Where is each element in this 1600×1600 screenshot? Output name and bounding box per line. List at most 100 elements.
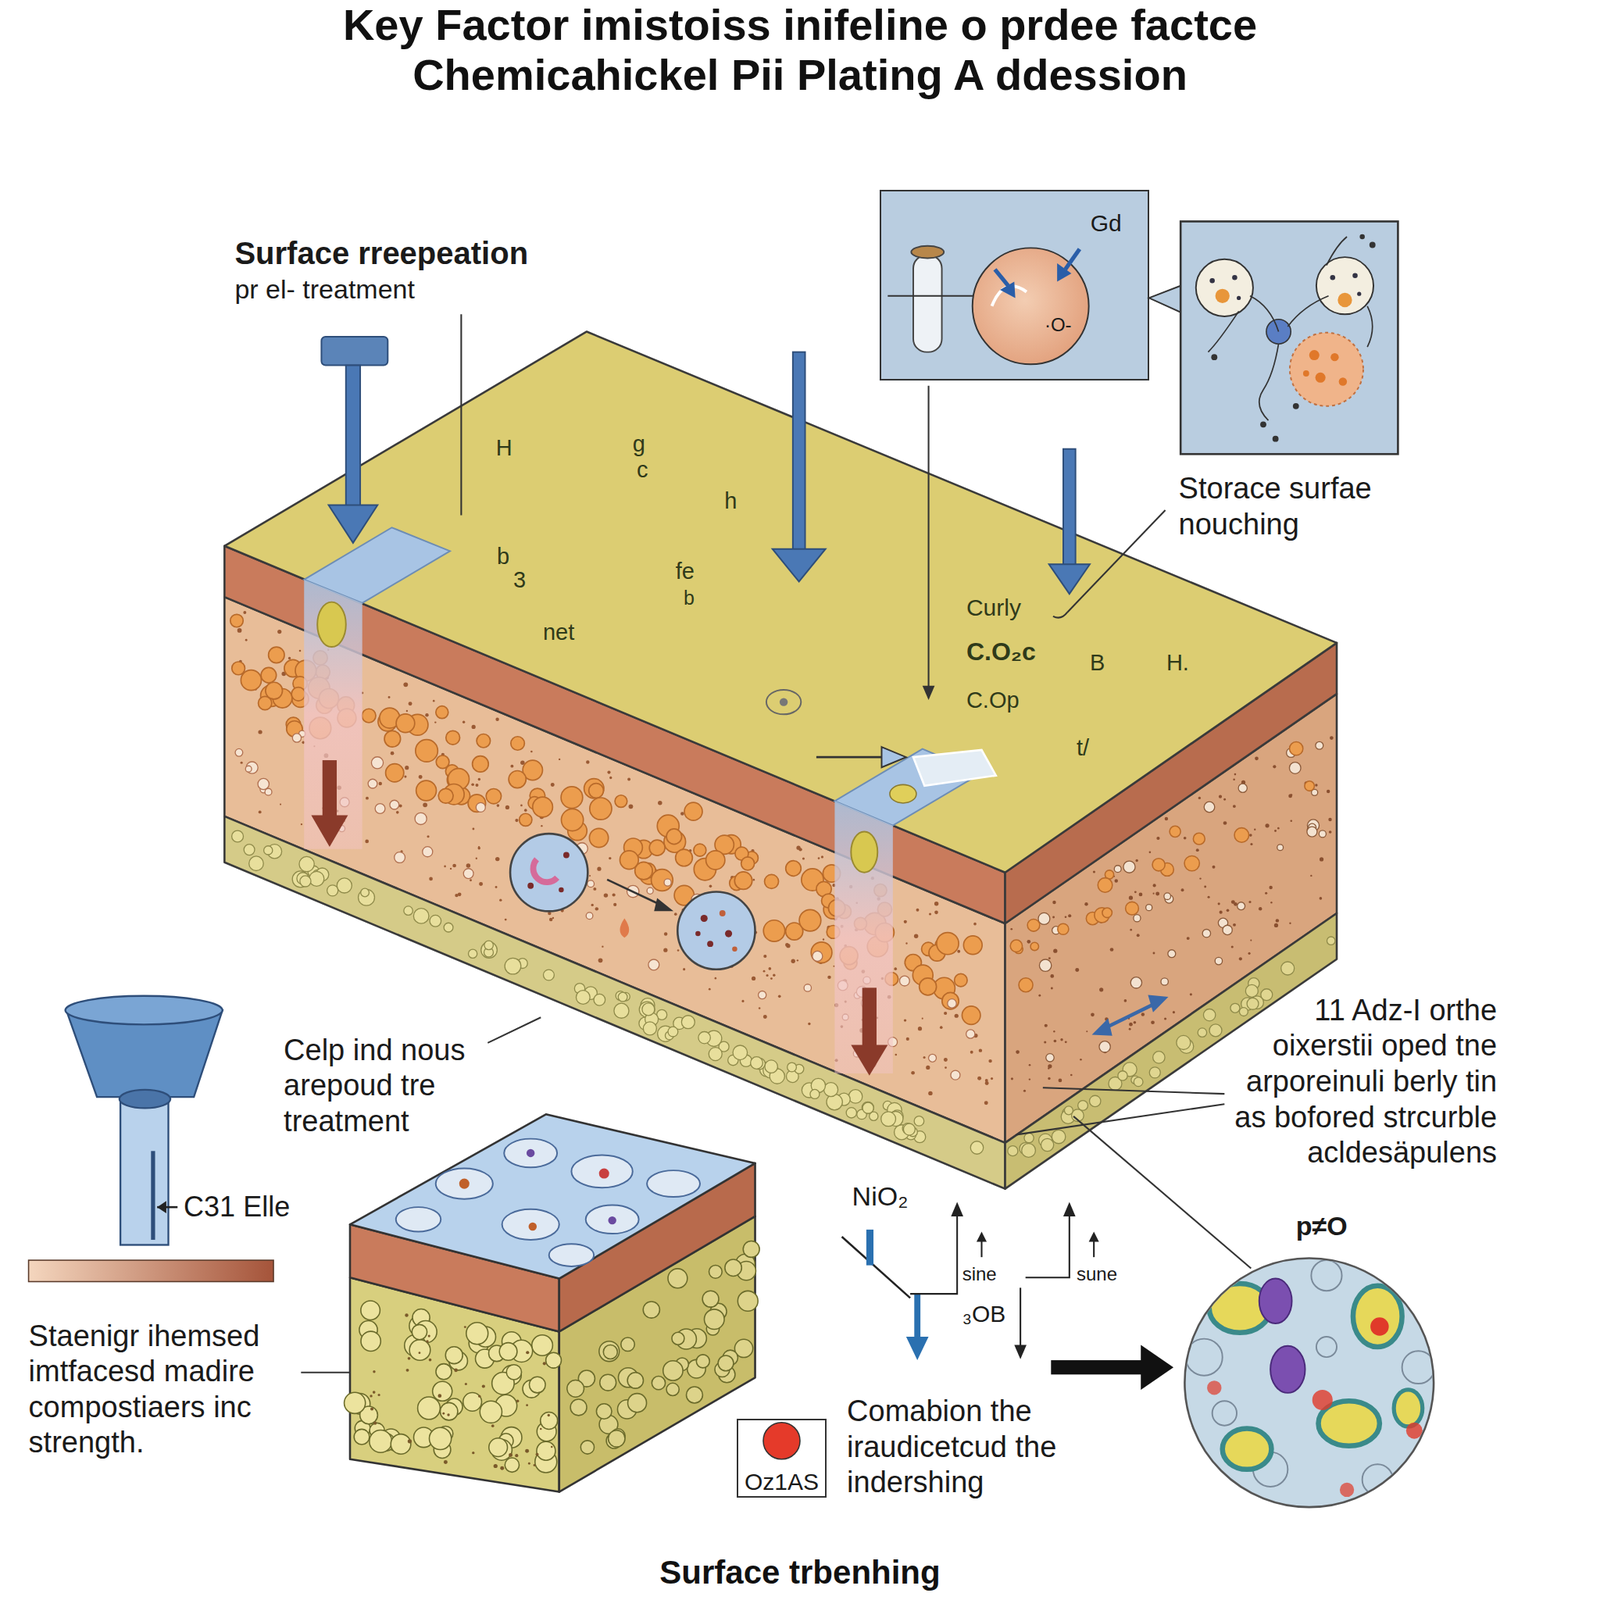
pore-dot bbox=[560, 786, 583, 809]
pore-dot bbox=[751, 976, 756, 981]
pore-dot bbox=[372, 1370, 375, 1373]
pore-dot bbox=[1024, 1132, 1034, 1143]
pore-dot bbox=[903, 1018, 907, 1022]
pore-dot bbox=[988, 1059, 992, 1063]
pore-dot bbox=[1149, 1067, 1161, 1079]
leader-lines-part bbox=[1067, 510, 1165, 613]
pore-dot bbox=[990, 1077, 993, 1080]
pore-dot bbox=[1167, 950, 1176, 958]
pore-dot bbox=[1133, 1077, 1143, 1087]
pore-dot bbox=[685, 1386, 703, 1404]
surface-marks-part bbox=[881, 746, 906, 768]
pore-dot bbox=[1289, 762, 1301, 775]
pore-dot bbox=[469, 878, 472, 882]
layer-symbol: H. bbox=[1166, 649, 1190, 677]
pore-dot bbox=[1129, 928, 1133, 932]
pore-dot bbox=[702, 1290, 719, 1308]
inset-panel-part bbox=[1352, 272, 1358, 279]
pore-dot bbox=[277, 629, 282, 634]
pore-dot bbox=[589, 797, 612, 820]
pore-dot bbox=[404, 1313, 408, 1317]
pore-dot bbox=[664, 878, 672, 886]
pore-dot bbox=[664, 932, 668, 936]
micrograph-part-part-part bbox=[1212, 1400, 1237, 1425]
pore-dot bbox=[1152, 858, 1165, 872]
pore-dot bbox=[1238, 783, 1247, 793]
signal-plot-part bbox=[866, 1229, 874, 1266]
treatment-strip-part bbox=[850, 831, 878, 872]
pore-dot bbox=[796, 846, 800, 850]
pore-dot bbox=[970, 1141, 983, 1154]
pore-dot bbox=[1047, 1077, 1050, 1080]
pore-dot bbox=[560, 808, 583, 831]
pore-dot bbox=[628, 803, 634, 809]
pore-dot bbox=[489, 1438, 508, 1458]
pore-dot bbox=[1239, 957, 1243, 961]
dispenser-part bbox=[157, 1200, 167, 1214]
pore-dot bbox=[1153, 1051, 1165, 1064]
pore-dot bbox=[599, 1341, 620, 1362]
surface-marks-part bbox=[719, 910, 726, 917]
pore-dot bbox=[785, 943, 790, 948]
signal-plot-part bbox=[950, 1202, 964, 1217]
signal-plot-part bbox=[914, 1293, 921, 1340]
pore-dot bbox=[642, 1003, 655, 1016]
pore-dot bbox=[1289, 922, 1291, 925]
pore-dot bbox=[528, 1462, 531, 1465]
pore-dot bbox=[558, 758, 561, 761]
pore-dot bbox=[770, 977, 773, 980]
pore-dot bbox=[614, 795, 628, 808]
layer-symbol: Curly bbox=[966, 593, 1022, 622]
pore-dot bbox=[985, 1081, 990, 1086]
pore-dot bbox=[1038, 994, 1041, 997]
leader-lines-part bbox=[460, 314, 462, 515]
pore-dot bbox=[264, 846, 273, 855]
pore-dot bbox=[627, 778, 631, 782]
pore-dot bbox=[1222, 925, 1233, 935]
pore-dot bbox=[708, 1047, 722, 1061]
surface-marks-part bbox=[527, 882, 534, 890]
annotation-label: Comabion the iraudicetcud the indershing bbox=[846, 1393, 1097, 1501]
pore-dot bbox=[409, 1339, 431, 1361]
sample-box: Oz1AS bbox=[736, 1418, 827, 1499]
pore-dot bbox=[475, 802, 486, 812]
pore-dot bbox=[957, 950, 961, 954]
pore-dot bbox=[919, 978, 937, 996]
pore-dot bbox=[435, 1364, 452, 1380]
pore-dot bbox=[944, 1066, 947, 1069]
pore-dot bbox=[903, 1123, 915, 1136]
treatment-strip-part bbox=[850, 1044, 888, 1075]
pore-dot bbox=[943, 1011, 947, 1015]
pore-dot bbox=[264, 788, 272, 796]
pore-dot bbox=[550, 782, 555, 787]
leader-lines-part bbox=[1042, 1087, 1225, 1094]
pore-dot bbox=[1156, 836, 1160, 840]
pore-dot bbox=[667, 1268, 688, 1289]
pore-dot bbox=[613, 903, 617, 907]
pore-dot bbox=[344, 1392, 366, 1414]
pore-dot bbox=[495, 717, 499, 721]
signal-plot-part bbox=[1025, 1210, 1070, 1278]
pore-dot bbox=[479, 1400, 502, 1423]
pore-dot bbox=[406, 1368, 410, 1372]
surface-marks-part bbox=[677, 892, 755, 970]
pore-dot bbox=[592, 887, 597, 891]
micrograph-part-part bbox=[1270, 1346, 1305, 1393]
pore-dot bbox=[496, 803, 500, 808]
pore-dot bbox=[1249, 833, 1253, 837]
pore-dot bbox=[514, 818, 518, 822]
pore-dot bbox=[1097, 878, 1113, 893]
pore-dot bbox=[1232, 778, 1236, 781]
pore-dot bbox=[601, 946, 604, 948]
pore-dot bbox=[709, 885, 713, 889]
pore-dot bbox=[1044, 1024, 1048, 1028]
pore-dot bbox=[737, 1290, 758, 1311]
substrate-block-part-part bbox=[502, 1209, 560, 1240]
pore-dot bbox=[732, 1045, 748, 1061]
pore-dot bbox=[471, 782, 475, 786]
pore-dot bbox=[246, 761, 258, 774]
signal-plot-part bbox=[910, 1210, 958, 1294]
annotation-label: pr el- treatment bbox=[234, 273, 415, 306]
layer-symbol: 3 bbox=[513, 566, 526, 594]
pore-dot bbox=[1232, 804, 1236, 808]
